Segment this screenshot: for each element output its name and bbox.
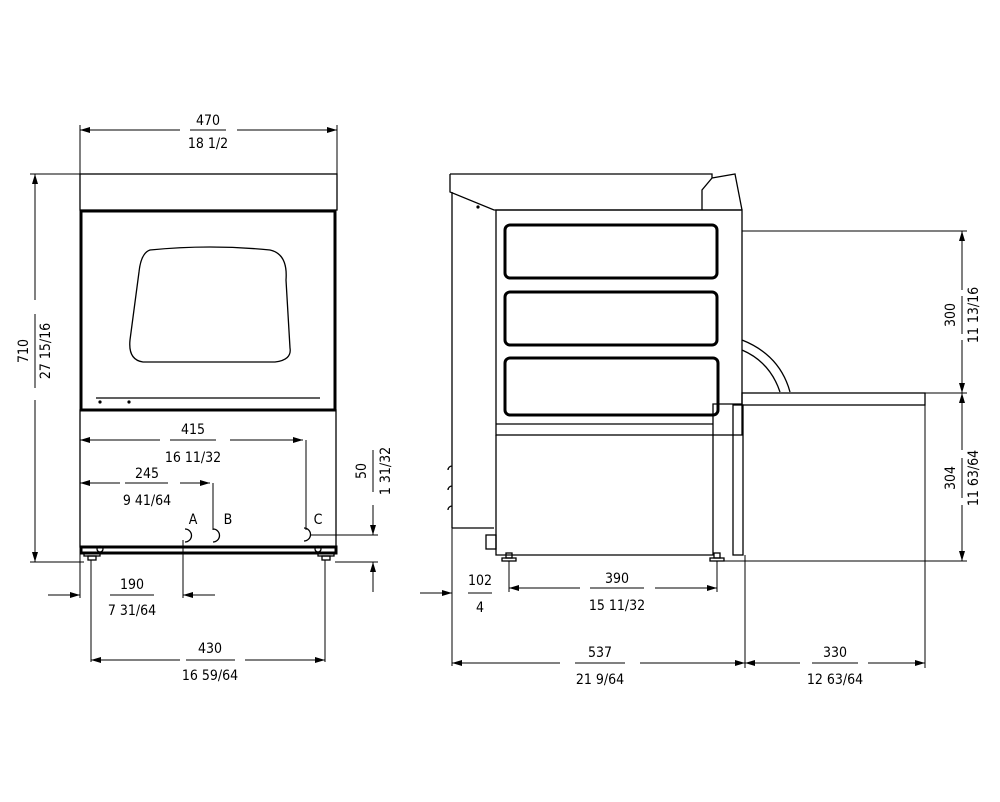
dim-metric: 710 bbox=[16, 339, 32, 363]
door-frame bbox=[79, 209, 337, 412]
connection-c-label: C bbox=[314, 512, 323, 528]
dim-imperial: 11 63/64 bbox=[966, 450, 982, 506]
dim-front-height: 710 27 15/16 bbox=[16, 173, 84, 563]
dim-imperial: 16 11/32 bbox=[165, 450, 221, 466]
dim-imperial: 16 59/64 bbox=[182, 668, 238, 684]
connection-c-icon bbox=[303, 527, 312, 542]
dim-door-height: 304 11 63/64 bbox=[724, 393, 982, 562]
dim-conn-c: 415 16 11/32 bbox=[80, 422, 307, 530]
dim-side-depth: 537 21 9/64 bbox=[452, 555, 746, 688]
dim-door-open: 330 12 63/64 bbox=[745, 405, 926, 688]
door-window bbox=[129, 246, 291, 363]
base-strip bbox=[79, 545, 338, 555]
dim-imperial: 4 bbox=[476, 600, 484, 616]
body-lower bbox=[495, 403, 742, 556]
dim-imperial: 9 41/64 bbox=[123, 493, 171, 509]
foot-left bbox=[83, 545, 104, 561]
dim-metric: 190 bbox=[120, 577, 144, 593]
door-dot bbox=[127, 400, 131, 404]
door-hinge-arc bbox=[741, 339, 791, 393]
connection-a-icon bbox=[184, 528, 193, 543]
dim-metric: 50 bbox=[354, 463, 370, 479]
top-panel bbox=[79, 173, 338, 211]
dim-metric: 304 bbox=[943, 466, 959, 490]
rear-connectors bbox=[447, 465, 453, 511]
dim-imperial: 27 15/16 bbox=[38, 323, 54, 379]
open-door bbox=[741, 392, 926, 406]
lower-panel bbox=[79, 409, 337, 548]
top-hood bbox=[449, 173, 743, 211]
rack-2 bbox=[503, 290, 719, 347]
dim-conn-height: 50 1 31/32 bbox=[310, 447, 394, 592]
dim-imperial: 7 31/64 bbox=[108, 603, 156, 619]
dim-metric: 245 bbox=[135, 466, 159, 482]
dim-metric: 470 bbox=[196, 113, 220, 129]
dim-metric: 300 bbox=[943, 303, 959, 327]
dim-imperial: 11 13/16 bbox=[966, 287, 982, 343]
dim-metric: 537 bbox=[588, 645, 612, 661]
dim-front-width: 470 18 1/2 bbox=[79, 113, 338, 174]
dim-door-clearance: 300 11 13/16 bbox=[742, 230, 982, 394]
dim-imperial: 21 9/64 bbox=[576, 672, 624, 688]
dim-metric: 102 bbox=[468, 573, 492, 589]
rack-3 bbox=[503, 356, 720, 417]
rack-1 bbox=[503, 223, 719, 280]
door-edge bbox=[732, 404, 744, 556]
dim-imperial: 15 11/32 bbox=[589, 598, 645, 614]
dim-metric: 330 bbox=[823, 645, 847, 661]
dim-metric: 430 bbox=[198, 641, 222, 657]
dim-conn-b: 245 9 41/64 bbox=[80, 466, 214, 530]
foot-right bbox=[314, 545, 335, 561]
dim-side-feet: 390 15 11/32 bbox=[508, 561, 718, 614]
connection-b-icon bbox=[212, 528, 221, 543]
dim-metric: 415 bbox=[181, 422, 205, 438]
dim-imperial: 1 31/32 bbox=[378, 447, 394, 495]
dim-conn-a: 190 7 31/64 bbox=[48, 540, 215, 619]
side-view bbox=[447, 173, 926, 562]
drain-valve bbox=[485, 534, 497, 550]
connection-b-label: B bbox=[224, 512, 233, 528]
connection-a-label: A bbox=[189, 512, 198, 528]
dim-imperial: 18 1/2 bbox=[188, 136, 228, 152]
dim-metric: 390 bbox=[605, 571, 629, 587]
body-upper bbox=[495, 209, 743, 436]
dim-front-feet: 430 16 59/64 bbox=[90, 560, 326, 684]
door-dot bbox=[98, 400, 102, 404]
front-view: A B C bbox=[79, 173, 338, 561]
dim-imperial: 12 63/64 bbox=[807, 672, 863, 688]
dim-side-rear: 102 4 bbox=[420, 528, 492, 666]
